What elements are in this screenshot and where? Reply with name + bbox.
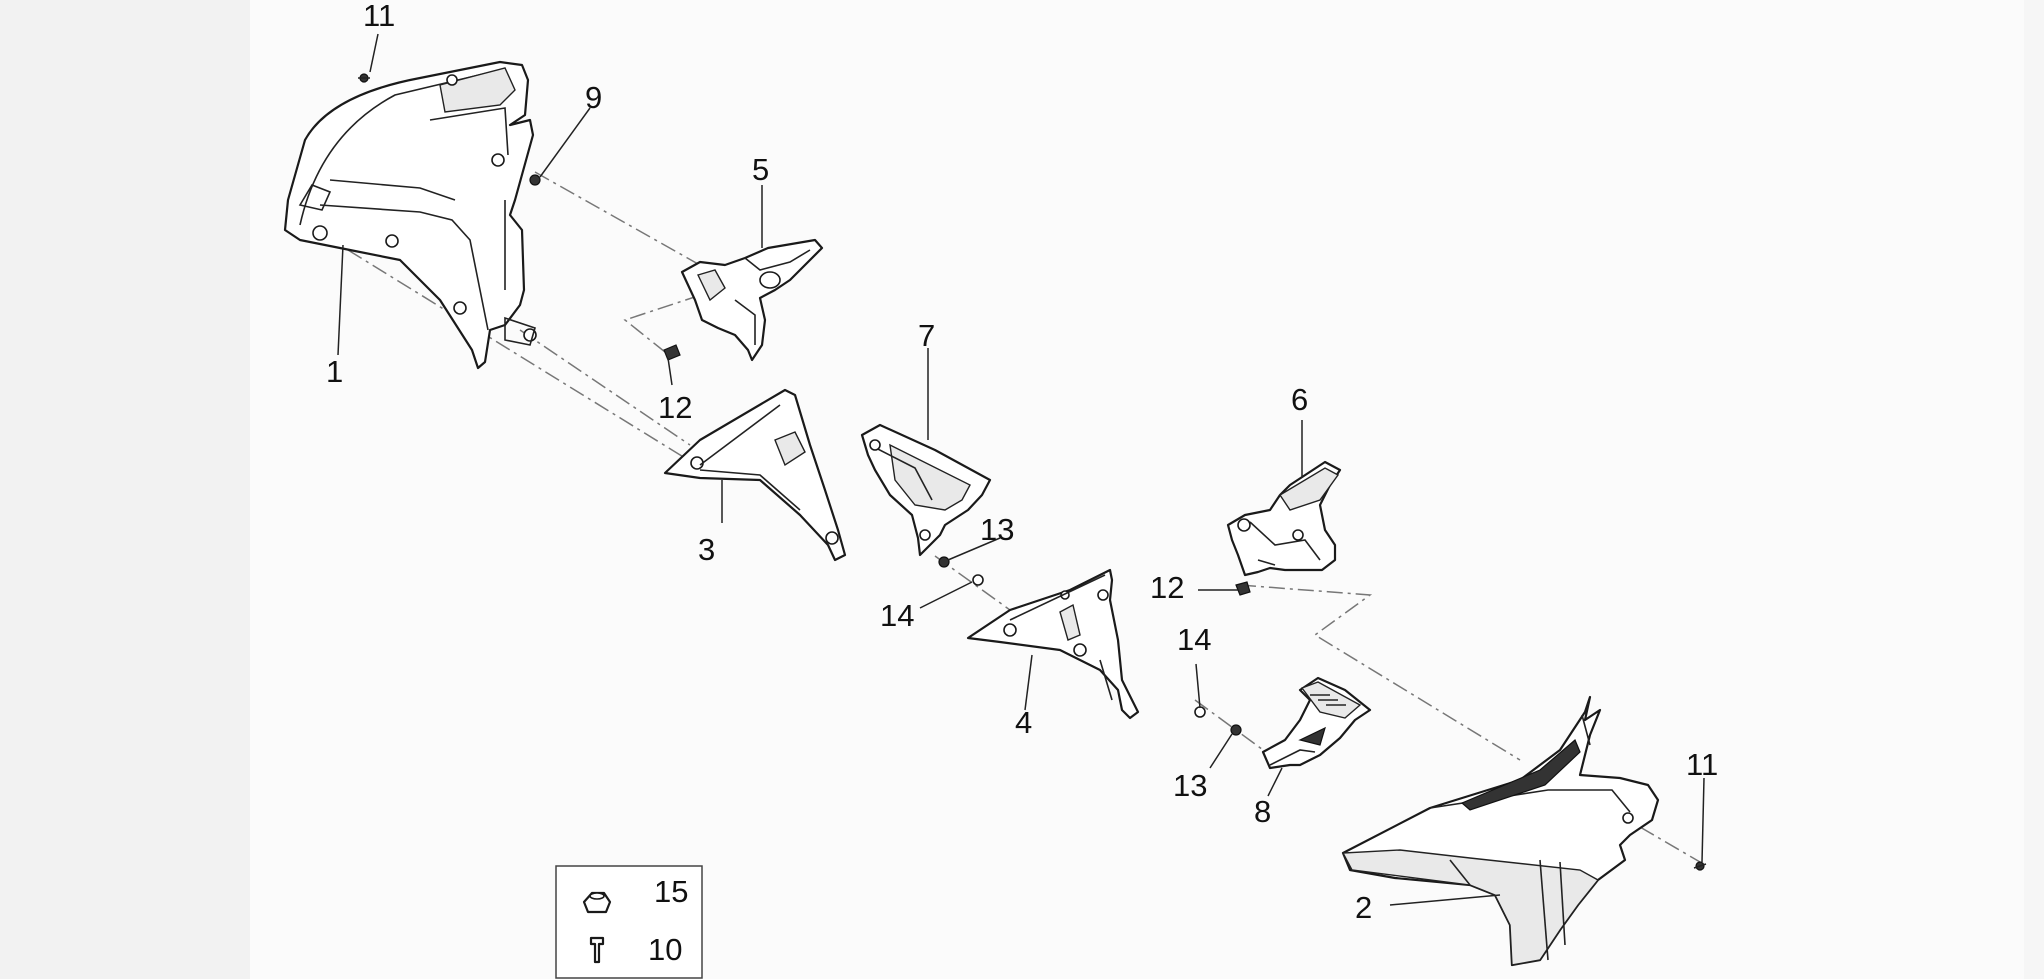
callout-13-top: 13 [980, 512, 1014, 547]
part-5-bracket [680, 238, 824, 362]
page-margin-right [2024, 0, 2044, 979]
callout-12-left: 12 [658, 390, 692, 425]
callout-13-bottom: 13 [1173, 768, 1207, 803]
part-6-bracket [1226, 460, 1342, 577]
nut-13a [938, 556, 950, 568]
callout-3: 3 [698, 532, 715, 567]
callout-14-right: 14 [1177, 622, 1211, 657]
inset-frame [555, 865, 703, 979]
nut-9-marker [529, 174, 541, 186]
bolt-10 [589, 936, 605, 964]
clip-12b [1235, 581, 1251, 596]
screw-11a-marker [358, 73, 370, 83]
callout-4: 4 [1015, 705, 1032, 740]
callout-8: 8 [1254, 794, 1271, 829]
part-7-duct [860, 423, 992, 557]
grommet-15 [582, 891, 612, 914]
callout-6: 6 [1291, 382, 1308, 417]
part-1-upper-fairing [283, 60, 537, 370]
clip-12a [663, 344, 681, 361]
callout-11-right: 11 [1686, 747, 1718, 782]
part-3-inner-panel [663, 388, 847, 562]
hardware-inset-box [555, 865, 703, 979]
washer-14a [972, 574, 984, 586]
part-2-lower-fairing [1341, 695, 1660, 967]
assembly-line-1-to-3 [347, 249, 686, 459]
callout-10: 10 [648, 932, 682, 967]
page-margin-left [0, 0, 250, 979]
callout-15: 15 [654, 874, 688, 909]
callout-labels: 11 9 5 1 12 7 6 3 13 12 14 14 4 13 8 11 … [326, 0, 1718, 967]
assembly-line-6-to-2 [1239, 584, 1521, 761]
part-4-inner-panel [966, 568, 1140, 720]
callout-12-right: 12 [1150, 570, 1184, 605]
hardware-items [358, 73, 1707, 871]
screw-11b [1693, 861, 1707, 871]
assembly-line-2-to-11 [1639, 826, 1701, 863]
assembly-line-14-to-8 [1194, 699, 1271, 756]
callout-1: 1 [326, 354, 343, 389]
callout-9: 9 [585, 80, 602, 115]
washer-14b [1194, 706, 1206, 718]
part-8-grille [1261, 676, 1372, 770]
callout-14-left: 14 [880, 598, 914, 633]
callout-5: 5 [752, 152, 769, 187]
nut-13b [1230, 724, 1242, 736]
assembly-line-1-lower [519, 329, 691, 446]
assembly-lines [347, 171, 1701, 863]
callout-2: 2 [1355, 890, 1372, 925]
callout-7: 7 [918, 318, 935, 353]
callout-11-top: 11 [363, 0, 395, 33]
